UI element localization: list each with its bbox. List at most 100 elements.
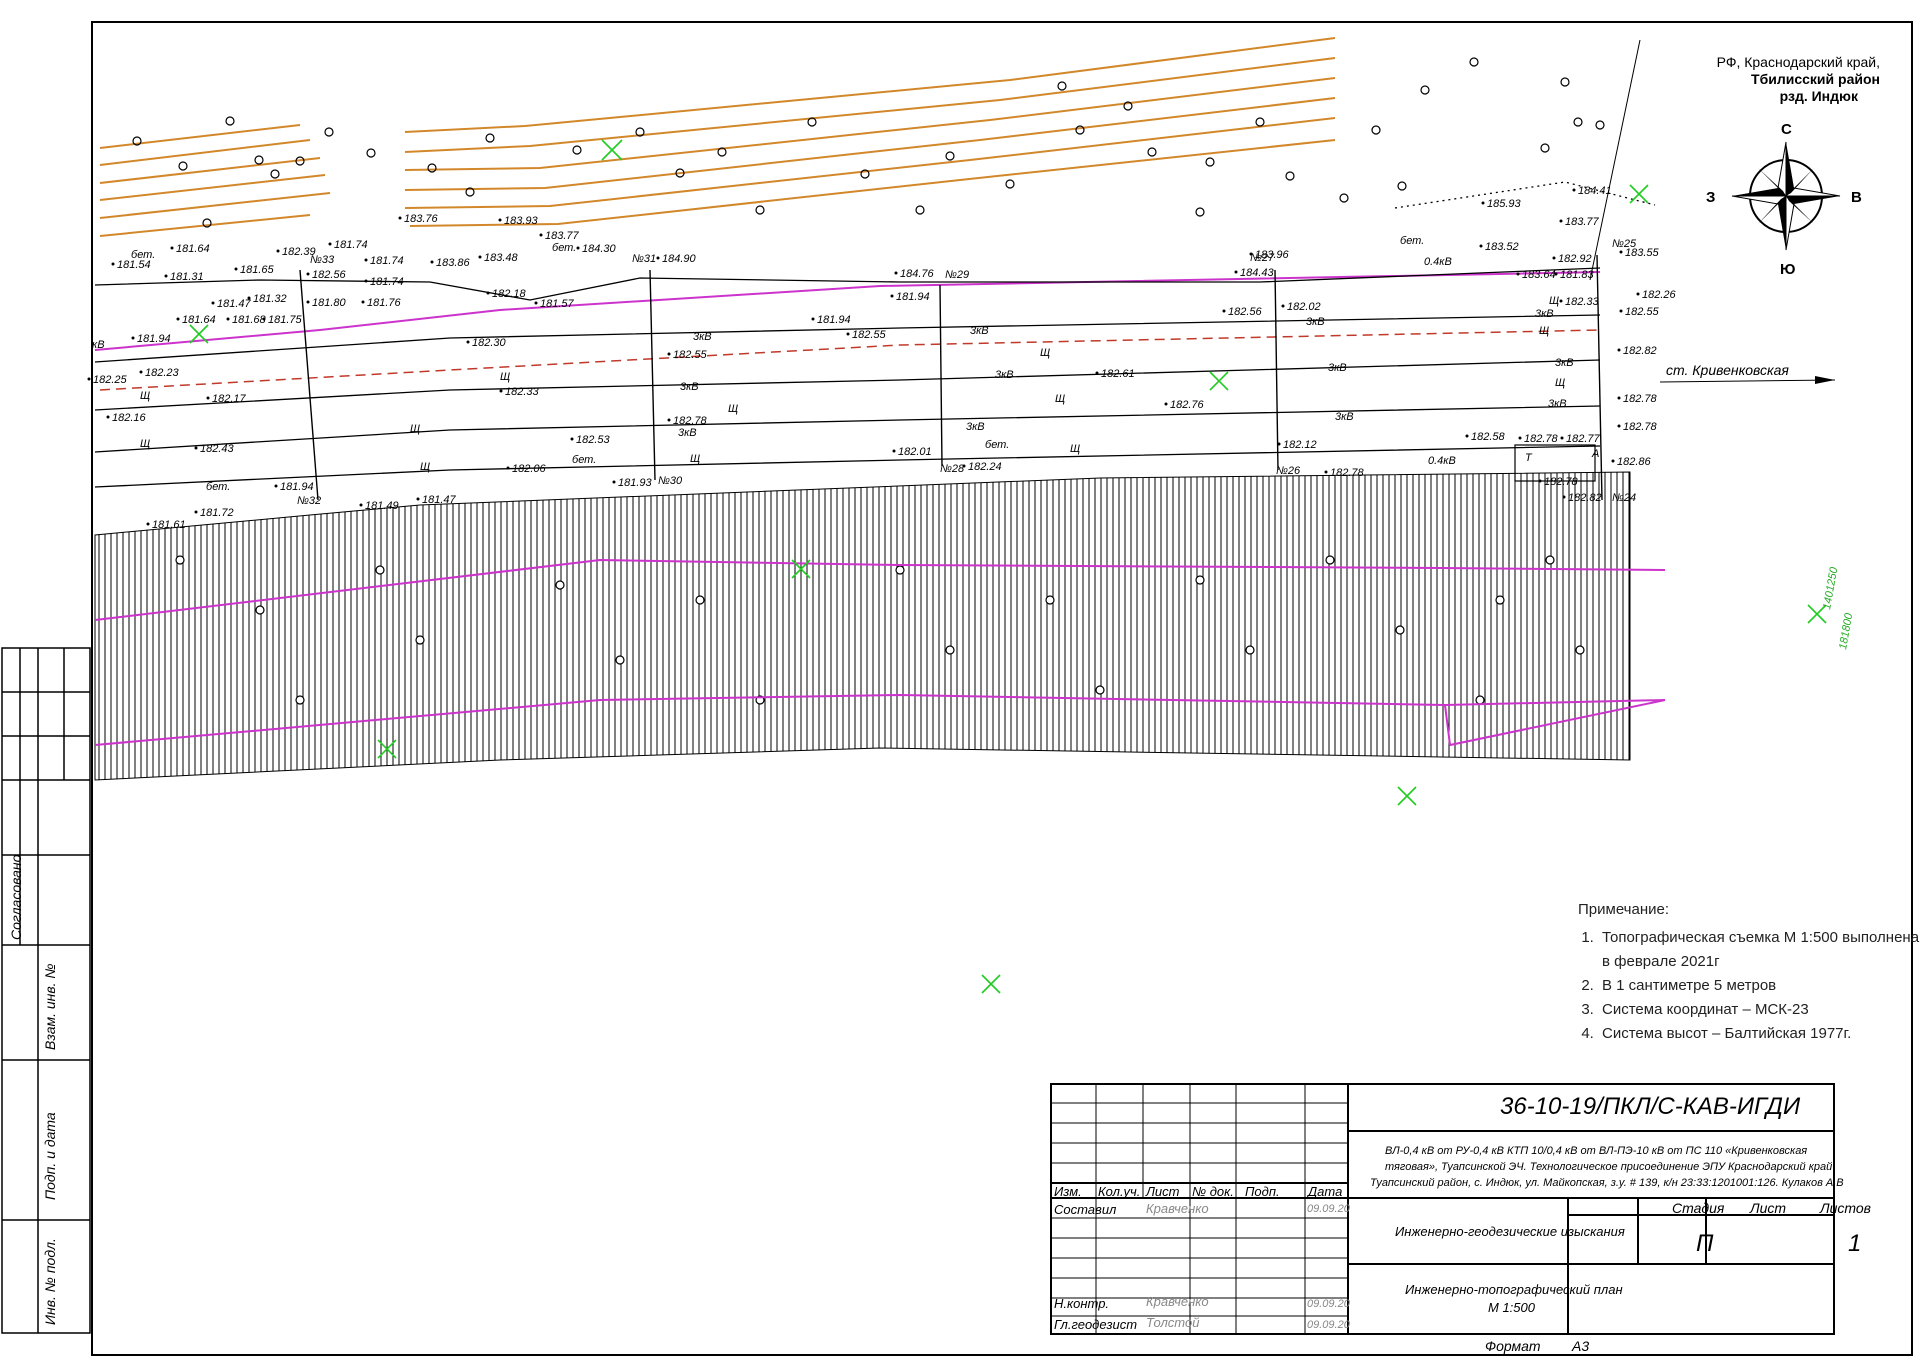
notes-block: Примечание: Топографическая съемка М 1:5…	[1568, 898, 1920, 1046]
misc-label: 0.4кВ	[1424, 256, 1452, 268]
road-surface-label: 3кВ	[1535, 308, 1554, 320]
misc-label: кВ	[92, 339, 105, 351]
pole-label: №25	[1612, 238, 1637, 250]
compass-e-label: В	[1851, 189, 1862, 206]
elevation-label: 183.52	[1485, 241, 1519, 253]
misc-label: бет.	[552, 242, 576, 254]
road-surface-label: Щ	[140, 390, 150, 402]
elevation-label: 182.86	[1617, 456, 1652, 468]
elevation-label: 182.30	[472, 337, 507, 349]
road-surface-label: 3кВ	[678, 427, 697, 439]
elevation-point-marker	[667, 418, 671, 422]
elevation-point-marker	[1324, 470, 1328, 474]
elevation-point-marker	[1518, 436, 1522, 440]
contour-lines	[99, 37, 1336, 237]
misc-label: 0.4кВ	[1428, 455, 1456, 467]
elevation-point-marker	[1572, 188, 1576, 192]
elevation-label: 182.06	[512, 463, 547, 475]
road-surface-label: 3кВ	[1328, 362, 1347, 374]
chief-date: 09.09.20	[1307, 1319, 1350, 1331]
road-surface-label: 3кВ	[680, 381, 699, 393]
elevation-point-marker	[1554, 272, 1558, 276]
elevation-label: 181.75	[268, 314, 303, 326]
elevation-label: 182.53	[576, 434, 611, 446]
sidebar-agreed: Согласовано	[8, 854, 24, 940]
elevation-point-marker	[234, 267, 238, 271]
elevation-label: 182.39	[282, 246, 316, 258]
elevation-point-marker	[364, 279, 368, 283]
elevation-point-marker	[612, 480, 616, 484]
header-izm: Изм.	[1054, 1184, 1082, 1199]
elevation-point-marker	[87, 377, 91, 381]
elevation-label: 181.74	[334, 239, 368, 251]
elevation-point-marker	[1617, 396, 1621, 400]
sheet-label: Лист	[1750, 1200, 1787, 1216]
elevation-point-marker	[890, 294, 894, 298]
elevation-point-marker	[1611, 459, 1615, 463]
road-surface-label: Щ	[500, 371, 510, 383]
elevation-label: 182.33	[1565, 296, 1600, 308]
compass-rose: С Ю З В	[1706, 121, 1862, 278]
header-kol-uch: Кол.уч.	[1098, 1184, 1141, 1199]
elevation-label: 181.64	[176, 243, 210, 255]
elevation-point-marker	[176, 317, 180, 321]
elevation-label: 183.76	[404, 213, 439, 225]
elevation-label: 182.77	[1566, 433, 1601, 445]
elevation-point-marker	[570, 437, 574, 441]
pole-label: №33	[310, 254, 335, 266]
road-edges	[94, 267, 1601, 488]
work-type: Инженерно-геодезические изыскания	[1395, 1224, 1625, 1239]
elevation-label: 182.82	[1623, 345, 1657, 357]
elevation-label: 182.55	[1625, 306, 1660, 318]
road-surface-label: Щ	[140, 438, 150, 450]
title-block-frame	[1050, 1083, 1835, 1335]
elevation-label: 182.78	[1623, 393, 1658, 405]
elevation-label: 183.55	[1625, 247, 1660, 259]
elevation-label: 181.65	[240, 264, 275, 276]
road-surface-label: Щ	[1070, 443, 1080, 455]
elevation-label: 185.93	[1487, 198, 1522, 210]
elevation-label: 182.33	[505, 386, 540, 398]
location-line-1: РФ, Краснодарский край,	[1716, 54, 1880, 70]
elevation-label: 182.78	[1623, 421, 1658, 433]
title-code: 36-10-19/ПКЛ/С-КАВ-ИГДИ	[1500, 1093, 1801, 1120]
hatched-area-trees	[175, 555, 1585, 705]
elevation-point-marker	[328, 242, 332, 246]
elevation-point-marker	[276, 249, 280, 253]
elevation-label: 182.58	[1471, 431, 1506, 443]
pole-label: №28	[940, 463, 965, 475]
elevation-labels: 181.54181.64181.31181.65182.39181.74181.…	[87, 185, 1677, 531]
thin-diagonal	[1589, 39, 1641, 281]
road-surface-label: Щ	[1055, 393, 1065, 405]
road-surface-label: 3кВ	[1335, 411, 1354, 423]
elevation-point-marker	[1552, 256, 1556, 260]
elevation-label: 181.47	[217, 298, 252, 310]
stage-label: Стадия	[1672, 1200, 1725, 1216]
elevation-label: 182.78	[673, 415, 708, 427]
tree-symbols	[132, 57, 1605, 228]
misc-label: бет.	[985, 439, 1009, 451]
elevation-label: 181.94	[280, 481, 314, 493]
map-frame	[91, 21, 1913, 1356]
road-surface-label: 3кВ	[995, 369, 1014, 381]
composed-label: Составил	[1054, 1202, 1117, 1217]
elevation-point-marker	[499, 389, 503, 393]
misc-label: бет.	[206, 481, 230, 493]
elevation-point-marker	[1559, 299, 1563, 303]
road-surface-label: Щ	[1555, 377, 1565, 389]
elevation-point-marker	[811, 317, 815, 321]
elevation-point-marker	[416, 497, 420, 501]
elevation-point-marker	[1619, 250, 1623, 254]
elevation-label: 181.80	[312, 297, 347, 309]
location-block: РФ, Краснодарский край, Тбилисский район…	[1700, 54, 1880, 105]
elevation-point-marker	[892, 449, 896, 453]
misc-label: А	[1591, 448, 1599, 460]
elevation-label: 184.76	[900, 268, 935, 280]
title-description-3: Туапсинский район, с. Индюк, ул. Майкопс…	[1370, 1177, 1844, 1189]
elevation-label: 182.82	[1568, 492, 1602, 504]
stage-value: П	[1696, 1230, 1714, 1257]
road-surface-label: Щ	[1539, 325, 1549, 337]
elevation-point-marker	[656, 256, 660, 260]
elevation-label: 182.92	[1558, 253, 1592, 265]
elevation-label: 181.68	[232, 314, 267, 326]
